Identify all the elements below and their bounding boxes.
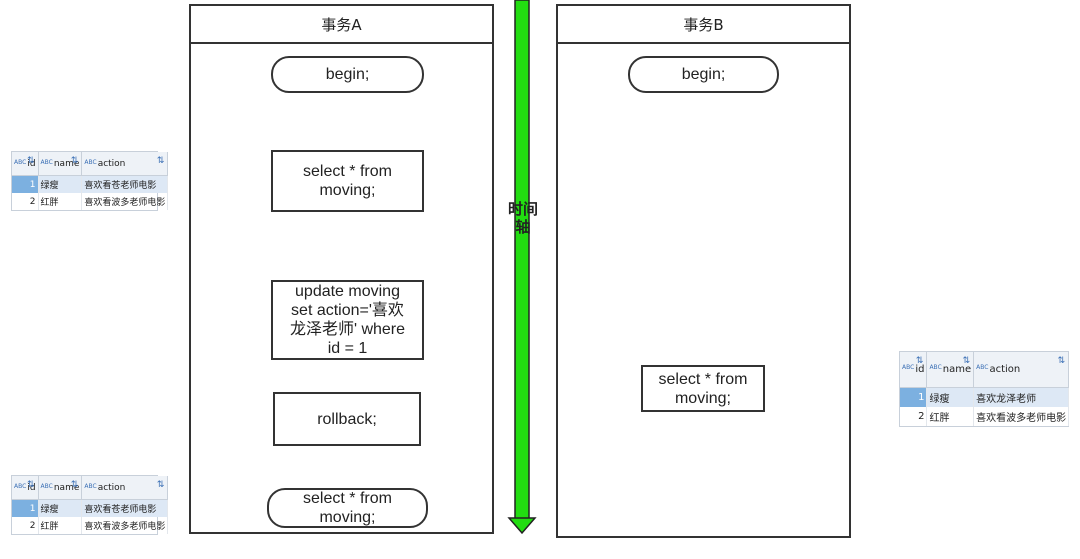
node-a-begin: begin; — [271, 56, 424, 93]
cell-name[interactable]: 绿瘦 — [38, 499, 83, 518]
table-row[interactable]: 2 红胖 喜欢看波多老师电影 — [12, 193, 169, 210]
cell-id[interactable]: 2 — [900, 407, 928, 426]
cell-action[interactable]: 喜欢看苍老师电影 — [81, 499, 169, 518]
col-header-name[interactable]: ABCname⇅ — [926, 352, 975, 389]
cell-name[interactable]: 红胖 — [38, 517, 83, 534]
lane-a-title: 事务A — [191, 6, 492, 44]
table-row[interactable]: 1 绿瘦 喜欢看苍老师电影 — [12, 175, 169, 194]
cell-name[interactable]: 红胖 — [926, 407, 975, 426]
cell-name[interactable]: 绿瘦 — [926, 387, 975, 408]
cell-name[interactable]: 绿瘦 — [38, 175, 83, 194]
cell-action[interactable]: 喜欢龙泽老师 — [973, 387, 1070, 408]
cell-name[interactable]: 红胖 — [38, 193, 83, 210]
node-b-begin: begin; — [628, 56, 779, 93]
node-a-select-1: select * from moving; — [271, 150, 424, 212]
cell-id[interactable]: 1 — [900, 387, 928, 408]
col-header-action[interactable]: ABCaction⇅ — [973, 352, 1070, 389]
cell-action[interactable]: 喜欢看苍老师电影 — [81, 175, 169, 194]
col-header-id[interactable]: ABCid⇅ — [12, 476, 39, 501]
lane-transaction-b: 事务B — [556, 4, 851, 538]
sort-icon: ⇅ — [915, 356, 924, 366]
sort-icon: ⇅ — [962, 356, 971, 366]
result-grid-right: ABCid⇅ ABCname⇅ ABCaction⇅ 1 绿瘦 喜欢龙泽老师 2… — [899, 351, 1070, 427]
col-header-id[interactable]: ABCid⇅ — [12, 152, 39, 177]
sort-icon: ⇅ — [26, 156, 35, 166]
result-grid-bottom-left: ABCid⇅ ABCname⇅ ABCaction⇅ 1 绿瘦 喜欢看苍老师电影… — [11, 475, 169, 535]
node-a-select-2: select * from moving; — [267, 488, 428, 528]
col-header-action[interactable]: ABCaction⇅ — [81, 152, 169, 177]
cell-action[interactable]: 喜欢看波多老师电影 — [81, 193, 169, 210]
cell-id[interactable]: 1 — [12, 499, 39, 518]
col-header-name[interactable]: ABCname⇅ — [38, 476, 83, 501]
table-row[interactable]: 1 绿瘦 喜欢看苍老师电影 — [12, 499, 169, 518]
col-header-id[interactable]: ABCid⇅ — [900, 352, 928, 389]
sort-icon: ⇅ — [26, 480, 35, 490]
table-row[interactable]: 2 红胖 喜欢看波多老师电影 — [12, 517, 169, 534]
sort-icon: ⇅ — [70, 156, 79, 166]
cell-id[interactable]: 2 — [12, 193, 39, 210]
node-a-rollback: rollback; — [273, 392, 421, 446]
sort-icon: ⇅ — [156, 480, 165, 490]
cell-action[interactable]: 喜欢看波多老师电影 — [81, 517, 169, 534]
lane-b-title: 事务B — [558, 6, 849, 44]
result-grid-top-left: ABCid⇅ ABCname⇅ ABCaction⇅ 1 绿瘦 喜欢看苍老师电影… — [11, 151, 169, 211]
col-header-name[interactable]: ABCname⇅ — [38, 152, 83, 177]
cell-action[interactable]: 喜欢看波多老师电影 — [973, 407, 1070, 426]
timeline-arrow — [507, 0, 537, 535]
col-header-action[interactable]: ABCaction⇅ — [81, 476, 169, 501]
node-b-select: select * from moving; — [641, 365, 765, 412]
sort-icon: ⇅ — [156, 156, 165, 166]
table-row[interactable]: 1 绿瘦 喜欢龙泽老师 — [900, 387, 1070, 408]
node-a-update: update moving set action='喜欢 龙泽老师' where… — [271, 280, 424, 360]
timeline-label: 时间 轴 — [507, 200, 538, 236]
table-row[interactable]: 2 红胖 喜欢看波多老师电影 — [900, 407, 1070, 426]
sort-icon: ⇅ — [1057, 356, 1066, 366]
cell-id[interactable]: 1 — [12, 175, 39, 194]
sort-icon: ⇅ — [70, 480, 79, 490]
cell-id[interactable]: 2 — [12, 517, 39, 534]
